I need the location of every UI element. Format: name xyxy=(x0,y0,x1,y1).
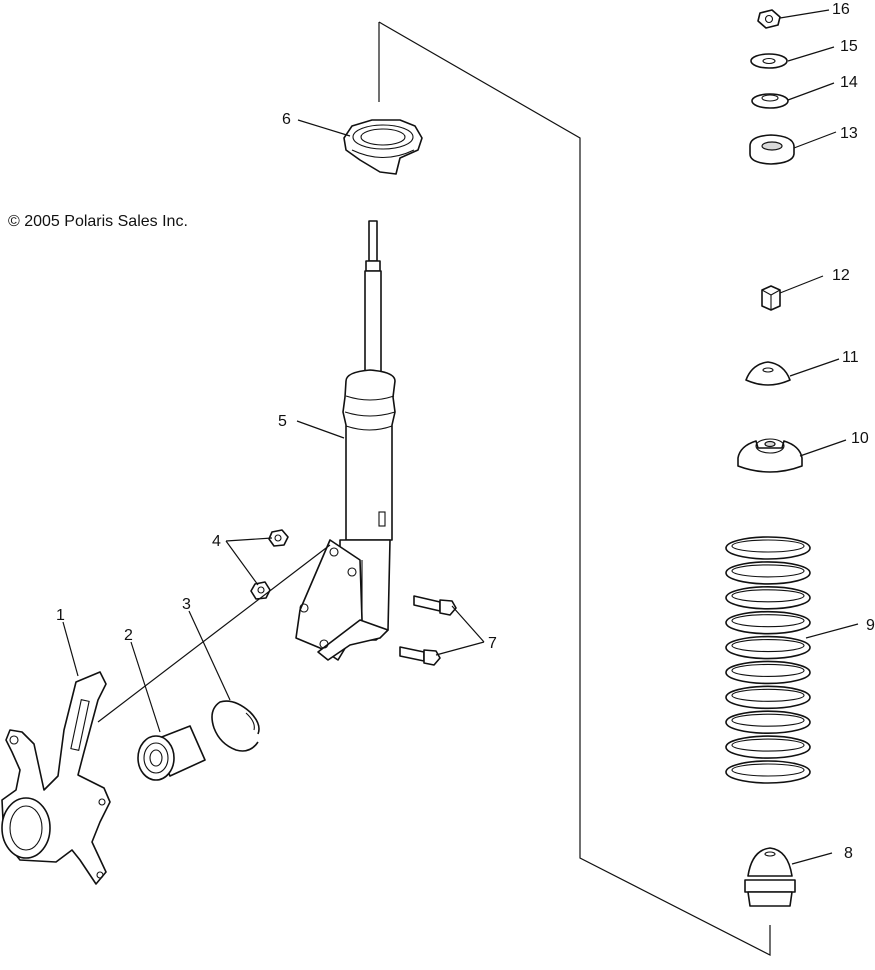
strut-part-5[interactable] xyxy=(295,220,396,661)
spring-coil-inner xyxy=(731,738,805,752)
steering-knuckle-part-1[interactable] xyxy=(1,671,111,885)
spring-coil-inner xyxy=(731,663,805,677)
spring-coil-inner xyxy=(731,688,805,702)
callout-14: 14 xyxy=(840,74,858,91)
callout-13: 13 xyxy=(840,125,858,142)
coil-spring-part-9[interactable] xyxy=(725,536,811,784)
spring-coil xyxy=(725,685,811,710)
nut-part-16[interactable] xyxy=(757,9,781,29)
callout-1: 1 xyxy=(56,607,65,624)
washer-part-15[interactable] xyxy=(750,53,788,69)
callout-12: 12 xyxy=(832,267,850,284)
spring-coil-inner xyxy=(731,713,805,727)
spring-coil xyxy=(725,585,811,610)
assembly-frame-lines xyxy=(378,21,771,956)
leader-lines xyxy=(62,9,859,865)
bolt-part-7[interactable] xyxy=(399,595,457,666)
spring-coil-inner xyxy=(731,639,805,653)
spring-coil xyxy=(725,610,811,635)
nut-part-4[interactable] xyxy=(250,529,289,600)
callout-3: 3 xyxy=(182,596,191,613)
callout-8: 8 xyxy=(844,845,853,862)
callout-16: 16 xyxy=(832,1,850,18)
copyright-text: © 2005 Polaris Sales Inc. xyxy=(8,213,188,230)
spring-coil-inner xyxy=(731,589,805,603)
cone-washer-part-11[interactable] xyxy=(745,361,791,386)
callout-4: 4 xyxy=(212,533,221,550)
callout-9: 9 xyxy=(866,617,875,634)
callout-7: 7 xyxy=(488,635,497,652)
spring-coil xyxy=(725,710,811,735)
spring-coil-inner xyxy=(731,614,805,628)
bushing-part-13[interactable] xyxy=(749,134,795,165)
bump-stop-part-8[interactable] xyxy=(744,847,796,907)
upper-strut-mount-part-6[interactable] xyxy=(343,119,423,175)
callout-6: 6 xyxy=(282,111,291,128)
callout-5: 5 xyxy=(278,413,287,430)
callout-10: 10 xyxy=(851,430,869,447)
spring-coil-inner xyxy=(731,763,805,777)
callout-2: 2 xyxy=(124,627,133,644)
spring-coil xyxy=(725,536,811,560)
callout-15: 15 xyxy=(840,38,858,55)
spring-seat-part-10[interactable] xyxy=(737,438,803,473)
retaining-ring-part-3[interactable] xyxy=(211,700,260,752)
washer-part-14[interactable] xyxy=(751,93,789,109)
nut-part-12[interactable] xyxy=(761,285,781,311)
spring-coil xyxy=(725,735,811,759)
spring-coil xyxy=(725,660,811,685)
wheel-bearing-part-2[interactable] xyxy=(137,725,206,781)
callout-labels: 1 2 3 4 5 6 7 8 9 10 11 12 13 14 15 16 xyxy=(56,1,875,862)
spring-coil xyxy=(725,561,811,585)
spring-coil-inner xyxy=(731,564,805,578)
callout-11: 11 xyxy=(842,349,859,366)
spring-coil xyxy=(725,760,811,784)
spring-coil-inner xyxy=(731,539,805,553)
spring-coil xyxy=(725,635,811,660)
